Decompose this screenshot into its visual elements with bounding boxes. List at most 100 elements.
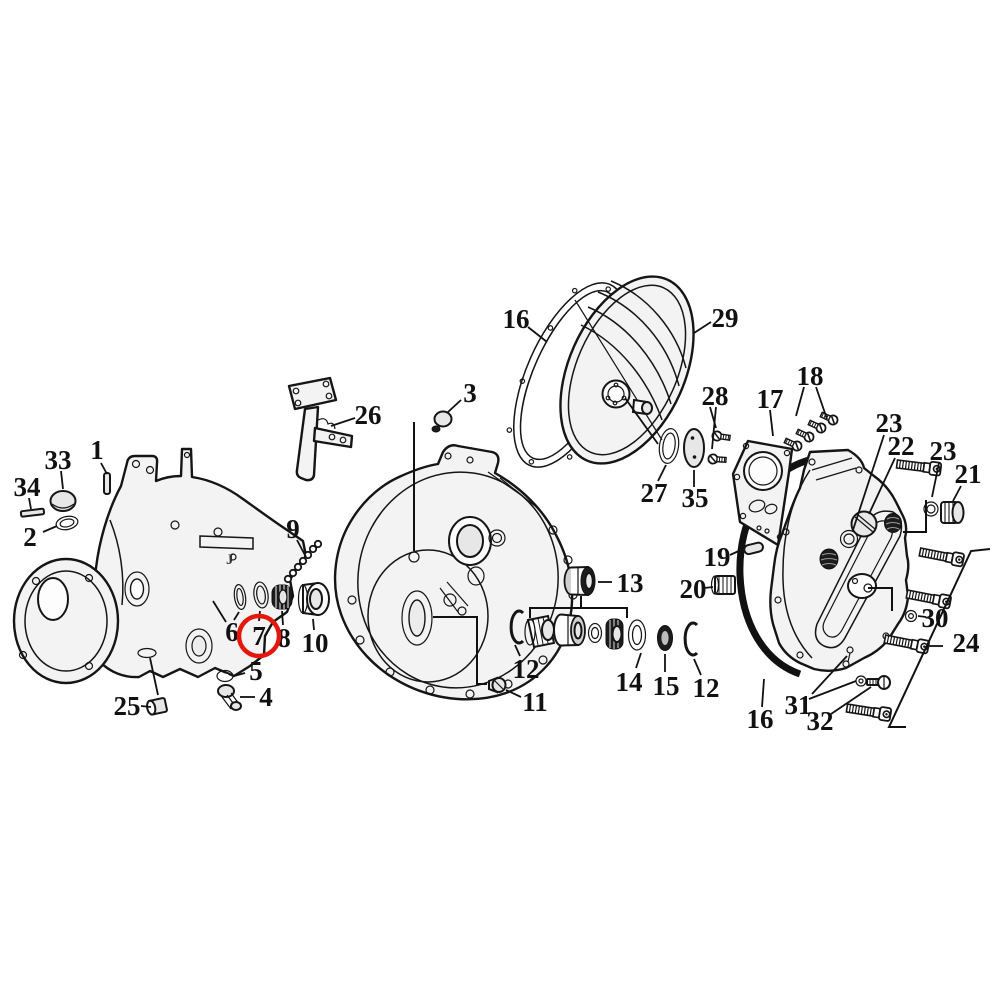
callout-30-32: 30 (922, 603, 949, 633)
inspection-cover-35 (683, 428, 705, 468)
leader-line-16 (761, 678, 765, 708)
callout-33-35: 33 (45, 445, 72, 475)
callout-9-8: 9 (286, 514, 300, 544)
oring-5 (216, 669, 234, 683)
leader-line-20 (703, 586, 714, 589)
leader-line-18 (815, 386, 828, 420)
plug-21 (940, 501, 965, 524)
leader-line-6 (212, 600, 227, 623)
callout-15-15: 15 (653, 671, 680, 701)
oring-7 (253, 581, 269, 609)
dome-plug-33 (49, 490, 77, 512)
dowel-pin-1 (103, 472, 111, 495)
callout-25-27: 25 (114, 691, 141, 721)
leader-line-16 (527, 326, 548, 343)
callout-17-18: 17 (757, 384, 784, 414)
mount-plate-17 (731, 439, 794, 547)
callout-12-12: 12 (693, 673, 720, 703)
callout-2-1: 2 (23, 522, 37, 552)
callout-12-11: 12 (513, 654, 540, 684)
left-crankcase-half: J (12, 447, 308, 696)
leader-line-25 (140, 705, 152, 708)
seal-15 (657, 625, 673, 651)
bolt-group-bracket-24 (887, 548, 991, 728)
leader-line-33 (60, 470, 64, 490)
callout-34-36: 34 (14, 472, 41, 502)
leader-line-17 (769, 409, 774, 437)
cover-boss (601, 379, 631, 409)
callout-27-29: 27 (641, 478, 668, 508)
placement-line-30 (868, 587, 893, 611)
cover-stud (811, 646, 854, 695)
callout-19-20: 19 (704, 542, 731, 572)
oring-23-a (923, 501, 939, 517)
screws-18 (782, 409, 841, 454)
leader-line-19 (729, 548, 744, 556)
spacer-10 (297, 581, 330, 617)
casting-mark: J (226, 552, 234, 568)
roller-bearing (605, 618, 624, 650)
callout-3-2: 3 (463, 378, 477, 408)
highlight-circle-part-7 (236, 613, 282, 659)
placement-line-21 (903, 500, 927, 533)
washer-6 (233, 583, 247, 611)
leader-line-22 (868, 457, 896, 515)
leader-line-9 (296, 539, 307, 558)
outer-cover-29 (559, 275, 695, 465)
callout-7-6: 7 (252, 621, 266, 651)
leader-line-3 (447, 399, 462, 413)
oring-2 (55, 515, 79, 531)
leader-line-1 (100, 462, 108, 475)
leader-line-27 (657, 464, 667, 482)
callout-13-13: 13 (617, 568, 644, 598)
gear-8 (271, 584, 293, 610)
bearing-housing-13 (563, 565, 596, 597)
callout-29-31: 29 (712, 303, 739, 333)
leader-line-12 (514, 644, 521, 657)
callout-21-22: 21 (955, 459, 982, 489)
washer-14 (627, 619, 647, 651)
callout-35-37: 35 (682, 483, 709, 513)
plug-3 (431, 410, 453, 433)
bracket-26 (287, 376, 354, 482)
outer-cover-group (506, 275, 732, 468)
callout-16-16: 16 (503, 304, 530, 334)
callout-24-26: 24 (953, 628, 980, 658)
assembly-bracket-13 (529, 596, 628, 618)
leader-line-23 (931, 462, 940, 498)
crankcase-outline (88, 447, 308, 679)
cover-stub (631, 398, 653, 416)
crankcase-loose-parts (19, 472, 330, 716)
washer-30 (904, 609, 918, 623)
inner-primary-cover (333, 410, 578, 701)
spacer-ring (587, 622, 603, 644)
leader-line-21 (952, 485, 962, 502)
leader-line-30 (917, 615, 927, 618)
right-cover-body (769, 448, 910, 695)
key-34 (19, 507, 46, 518)
leader-line-23 (852, 434, 885, 531)
leader-line-5 (233, 672, 246, 677)
plug-25 (146, 697, 168, 716)
leader-line-11 (505, 689, 522, 698)
callout-8-7: 8 (277, 623, 291, 653)
leader-line-10 (312, 618, 315, 631)
oring-23-installed (839, 529, 859, 549)
leader-line-8 (281, 610, 284, 626)
callout-1-0: 1 (90, 435, 104, 465)
leader-line-12 (693, 658, 702, 676)
callout-22-23: 22 (888, 431, 915, 461)
leader-line-28 (711, 406, 717, 450)
leader-line-32 (830, 686, 872, 715)
callout-23-25: 23 (930, 436, 957, 466)
leader-line-14 (635, 652, 642, 669)
callout-10-9: 10 (302, 628, 329, 658)
callout-18-19: 18 (797, 361, 824, 391)
retainer-balls-9 (283, 539, 323, 584)
snap-ring-12-right (683, 621, 699, 657)
callout-4-3: 4 (259, 682, 273, 712)
leader-line-31 (808, 680, 857, 700)
callout-16-17: 16 (747, 704, 774, 734)
